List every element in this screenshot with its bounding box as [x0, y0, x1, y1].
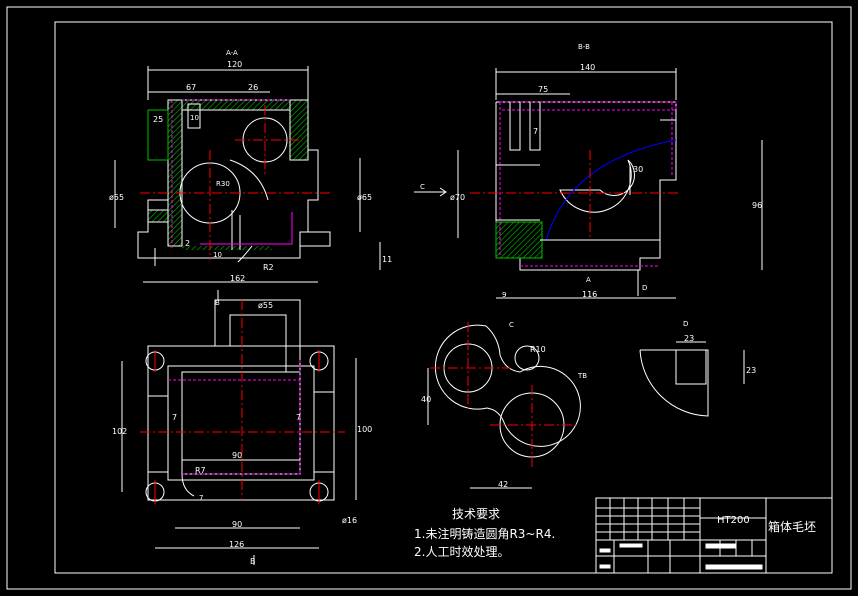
aa-dim-11: 11: [382, 255, 392, 264]
aa-dim-120: 120: [227, 60, 242, 69]
view-d: [639, 341, 745, 417]
d-dim-23a: 23: [684, 334, 694, 343]
arrow-d-label: D: [642, 284, 647, 292]
b-dim-55: ø55: [258, 301, 273, 310]
aa-section-label: A-A: [226, 49, 238, 57]
view-b-bottom-label: B: [250, 557, 256, 566]
aa-dim-26: 26: [248, 83, 258, 92]
outer-frame: [6, 6, 852, 590]
title-block: [595, 497, 833, 574]
b-dim-90a: 90: [232, 451, 242, 460]
requirement-line-2: 2.人工时效处理。: [414, 545, 510, 559]
bb-section-label: B-B: [578, 43, 590, 51]
aa-dim-162: 162: [230, 274, 245, 283]
c-dim-42: 42: [498, 480, 508, 489]
bb-dim-30: 30: [633, 165, 643, 174]
b-dim-102: 102: [112, 427, 127, 436]
arrow-c-label: C: [420, 183, 425, 191]
section-bb-view: [414, 68, 763, 299]
requirements-title: 技术要求: [452, 507, 501, 521]
material-label: HT200: [717, 515, 750, 526]
b-dim-126: 126: [229, 540, 244, 549]
section-aa-view: [114, 66, 381, 283]
bb-dim-116: 116: [582, 290, 597, 299]
b-dim-100: 100: [357, 425, 372, 434]
c-dim-r10: R10: [530, 345, 546, 354]
aa-dim-25: 25: [153, 115, 163, 124]
b-dim-r7: R7: [195, 466, 206, 475]
aa-dim-67: 67: [186, 83, 196, 92]
aa-dim-10: 10: [190, 114, 199, 122]
bb-dim-75: 75: [538, 85, 548, 94]
section-bb-text: B-B 140 75 7 ø70 30 96 9 116 C D A: [420, 43, 762, 299]
arrow-a-label: A: [586, 276, 591, 284]
bb-dim-96: 96: [752, 201, 762, 210]
aa-dim-65: ø65: [357, 193, 372, 202]
b-dim-7b: 7: [296, 413, 301, 422]
bb-dim-140: 140: [580, 63, 595, 72]
section-aa-text: A-A 120 67 26 25 10 R30 ø55 ø65 R2 2 10 …: [109, 49, 392, 283]
aa-dim-55: ø55: [109, 193, 124, 202]
view-c-text: C R10 40 42 TB: [421, 321, 587, 489]
aa-dim-r30: R30: [216, 180, 230, 188]
b-dim-90b: 90: [232, 520, 242, 529]
b-dim-7a: 7: [172, 413, 177, 422]
inner-frame: [54, 21, 833, 574]
aa-dim-r2: R2: [263, 263, 274, 272]
view-b: [121, 290, 357, 565]
tb-label: TB: [577, 372, 587, 380]
bb-dim-70: ø70: [450, 193, 465, 202]
b-dim-16: ø16: [342, 516, 357, 525]
c-dim-40: 40: [421, 395, 431, 404]
part-name: 箱体毛坯: [768, 519, 816, 534]
aa-dim-2: 2: [185, 239, 190, 248]
view-b-text: B ø55 7 7 102 100 90 R7 7 90 126 ø16 B: [112, 299, 372, 566]
bb-dim-9: 9: [502, 291, 506, 299]
aa-dim-10b: 10: [213, 251, 222, 259]
view-d-label: D: [683, 320, 688, 328]
d-dim-23b: 23: [746, 366, 756, 375]
bb-dim-7: 7: [533, 127, 538, 136]
b-dim-7c: 7: [199, 494, 203, 502]
view-d-text: D 23 23: [683, 320, 756, 375]
view-b-label: B: [215, 299, 220, 307]
requirement-line-1: 1.未注明铸造圆角R3~R4.: [414, 527, 556, 541]
view-c: [427, 322, 581, 489]
view-c-label: C: [509, 321, 514, 329]
